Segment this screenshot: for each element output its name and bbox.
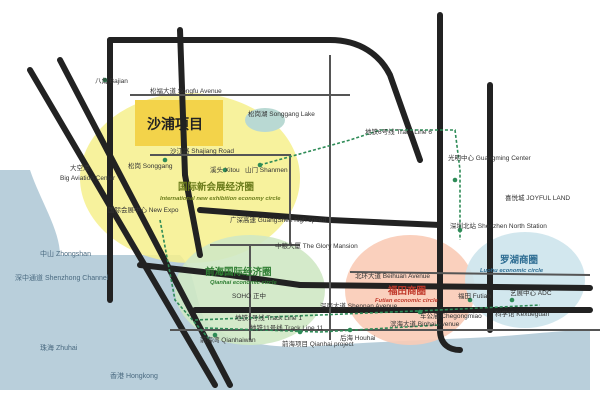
shajiang-road-label: 沙江路 Shajiang Road [170, 146, 234, 155]
joyful-land-label: 喜悦城 JOYFUL LAND [505, 193, 570, 202]
zhongshan-label: 中山 Zhongshan [40, 249, 91, 258]
zone-luohu [465, 232, 585, 328]
glory-mansion-label: 中粮大厦 The Glory Mansion [275, 241, 358, 250]
qianhaiwan-label: 前海湾 Qianhaiwan [200, 335, 256, 344]
bajian-label: 八角 Bajian [95, 76, 128, 85]
qianhai-zone-en: Qianhai economic circle [210, 280, 277, 286]
luohu-zone-en: Luohu economic circle [480, 268, 544, 274]
new-expo-label: 国际会展中心 New Expo [108, 205, 179, 214]
shapu-project-box [135, 100, 223, 146]
exhibition-zone-en: International new exhibition economy cir… [160, 196, 281, 202]
futian-zone-en: Futian economic circle [375, 298, 439, 304]
qianhai-project-label: 前海项目 Qianhai project [282, 339, 354, 348]
songgang-lake-label: 松岗湖 Songgang Lake [248, 109, 315, 118]
hongkong-label: 香港 Hongkong [110, 371, 158, 380]
chegongmiao-label: 车公庙 Chegongmiao [420, 311, 482, 320]
zhongshan-channel-label: 深中通道 Shenzhong Channel [15, 273, 109, 282]
houhai-label: 后海 Houhai [340, 333, 375, 342]
binhai-label: 滨海大道 Binhai Avenue [390, 319, 460, 328]
kexueguan-label: 科学馆 Kexueguan [495, 309, 550, 318]
track-line-11-label: 地铁11号线 Track Line 11 [250, 323, 324, 332]
airport-label: 大空港 [70, 163, 90, 172]
qianhai-zone-cn: 前海国际经济圈 [205, 266, 272, 278]
pearl-river-area [0, 170, 60, 255]
xitou-label: 溪头 Xitou [210, 165, 240, 174]
shenzhen-north-label: 深圳北站 Shenzhen North Station [450, 221, 547, 230]
shapu-project-label: 沙浦项目 [147, 116, 203, 132]
adc-label: 艺展中心 ADC [510, 288, 552, 297]
songgang-label: 松岗 Songgang [128, 161, 173, 170]
guangshen-road-label: 广深高速 GuangShen high speed [230, 215, 326, 224]
guangming-center-label: 光明中心 Guangming Center [448, 153, 532, 162]
track-line-1-label: 地铁1号线 Track Line 1 [235, 313, 302, 322]
metro-stations [102, 77, 515, 338]
shennan-label: 深南大道 Shennan Avenue [320, 301, 398, 310]
futian-zone-cn: 福田商圈 [387, 285, 426, 297]
metro-lines [159, 129, 541, 341]
soho-label: SOHO 正中 [232, 291, 266, 300]
luohu-zone-cn: 罗湖商圈 [500, 254, 538, 266]
songgang-lake [245, 108, 285, 132]
songfu-avenue-label: 松福大道 Songfu Avenue [150, 86, 222, 95]
futian-station-label: 福田 Futian [458, 291, 491, 300]
shanmen-label: 山门 Shanmen [245, 165, 288, 174]
sea-area [0, 255, 590, 390]
big-aviation-label: Big Aviation Center [60, 175, 116, 182]
track-line-6-label: 地铁6号线 Track Line 6 [365, 127, 432, 136]
beihuan-label: 北环大道 Beihuan Avenue [355, 271, 430, 280]
zhuhai-label: 珠海 Zhuhai [40, 343, 78, 352]
exhibition-zone-cn: 国际新会展经济圈 [178, 181, 254, 193]
